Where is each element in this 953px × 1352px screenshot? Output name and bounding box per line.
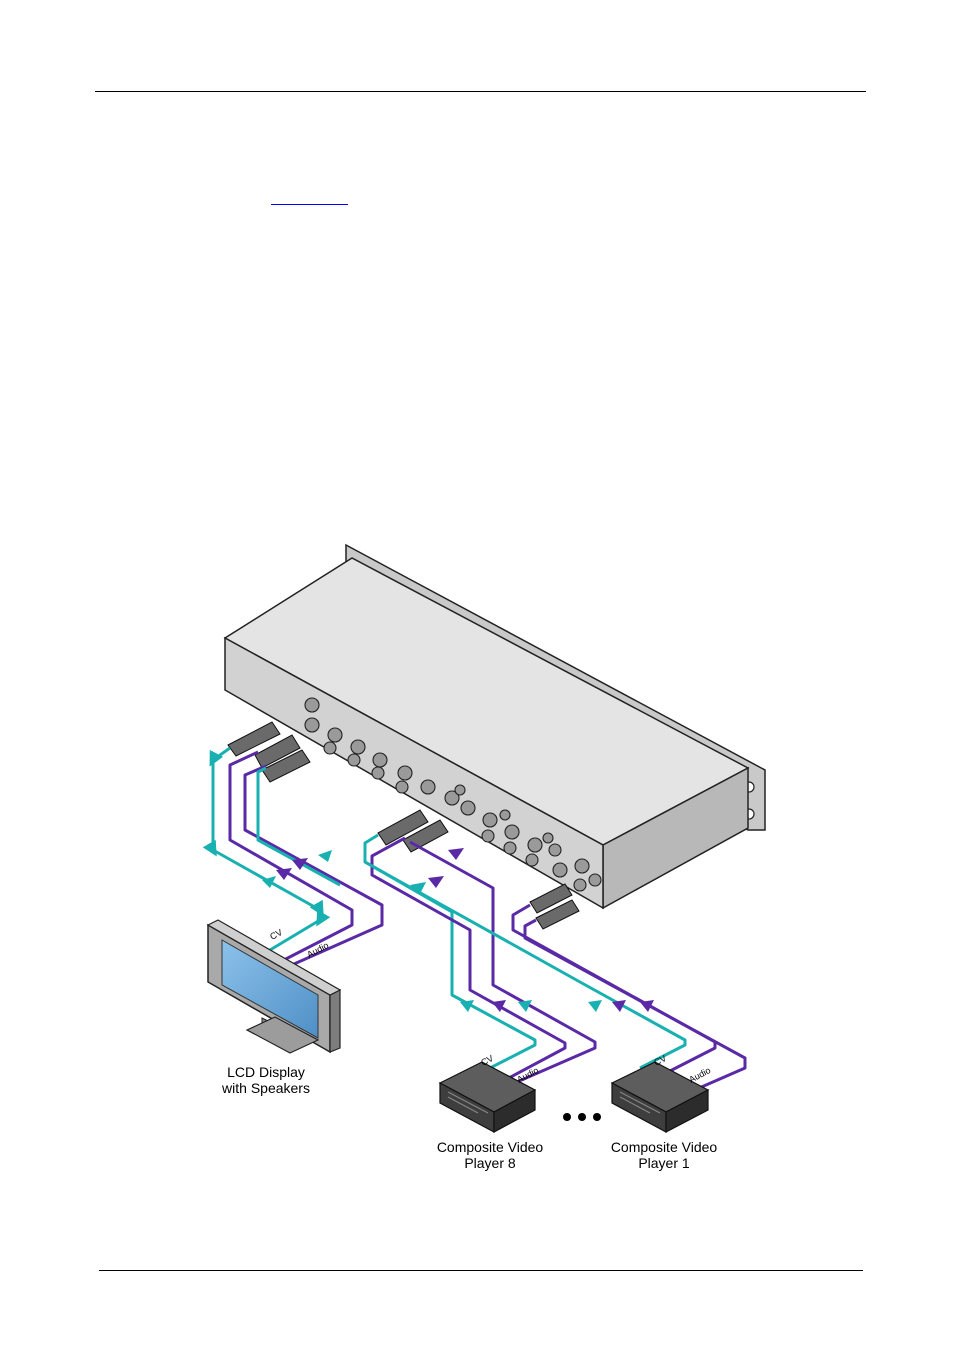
player1-video-cable: [365, 862, 685, 1068]
ellipsis-dots: [563, 1113, 601, 1121]
display-label-line2: with Speakers: [221, 1080, 310, 1096]
player1-audio-label: Audio: [687, 1065, 712, 1085]
player1-label-line2: Player 1: [638, 1155, 690, 1171]
player1-audio-cable-r: [525, 920, 745, 1092]
player8-label-line2: Player 8: [464, 1155, 516, 1171]
arrow: [448, 848, 464, 860]
player1-label-line1: Composite Video: [611, 1139, 718, 1155]
player8-label-line1: Composite Video: [437, 1139, 544, 1155]
arrow: [318, 850, 332, 862]
arrow: [588, 1000, 602, 1012]
arrow: [428, 876, 444, 888]
display-cv-label: CV: [268, 927, 284, 942]
switcher-unit: [225, 545, 765, 929]
display-label-line1: LCD Display: [227, 1064, 305, 1080]
player1-audio-cable-l: [513, 905, 715, 1072]
display-audio-cable-r: [245, 766, 382, 968]
display-frame-side: [330, 990, 340, 1052]
player8-video-cable: [365, 835, 535, 1068]
